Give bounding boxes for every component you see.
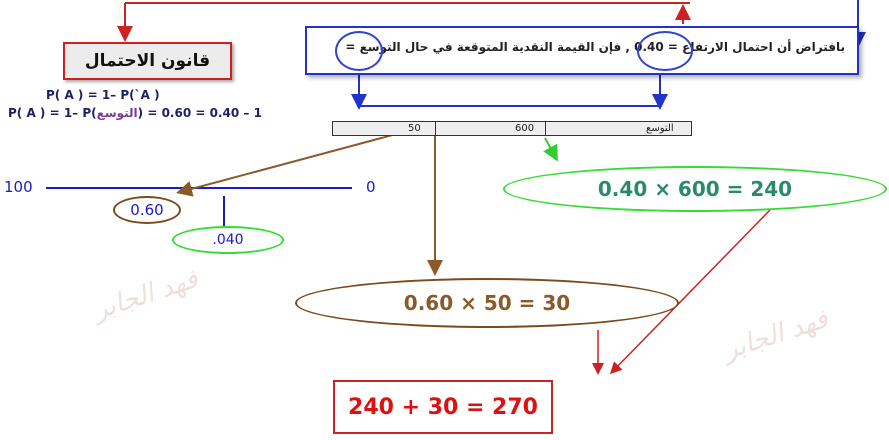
question-text: بافتراض أن احتمال الارتفاع = 0.40 , فإن … xyxy=(345,40,845,54)
probability-law-title: قانون الاحتمال xyxy=(63,42,232,80)
word-rise: الارتفاع xyxy=(682,40,728,54)
row-label: التوسع xyxy=(646,123,674,134)
equation-low-oval: 0.60 × 50 = 30 xyxy=(295,278,679,328)
result-box: 240 + 30 = 270 xyxy=(333,380,553,434)
value-low: 50 xyxy=(408,123,421,134)
formula-complement: P( A ) = 1– P(`A ) xyxy=(46,88,160,102)
probability-high-oval: .040 xyxy=(172,226,284,254)
red-arrow-from-green xyxy=(609,209,771,375)
probability-low-oval: 0.60 xyxy=(113,196,181,224)
green-arrow xyxy=(543,137,558,162)
scale-right-value: 0 xyxy=(366,178,376,196)
scale-left-value: 100 xyxy=(4,178,33,196)
circle-expand xyxy=(335,31,383,71)
formula-calculation: P( A ) = 1– P(التوسع) = 1 – 0.40 = 0.60 xyxy=(8,106,262,120)
value-high: 600 xyxy=(515,123,535,134)
question-box: بافتراض أن احتمال الارتفاع = 0.40 , فإن … xyxy=(305,26,859,75)
payoff-table-row: 50 600 التوسع xyxy=(332,121,692,136)
equation-expand-oval: 0.40 × 600 = 240 xyxy=(503,166,887,212)
brown-arrow-to-scale xyxy=(176,128,416,197)
circle-rise xyxy=(637,31,693,71)
